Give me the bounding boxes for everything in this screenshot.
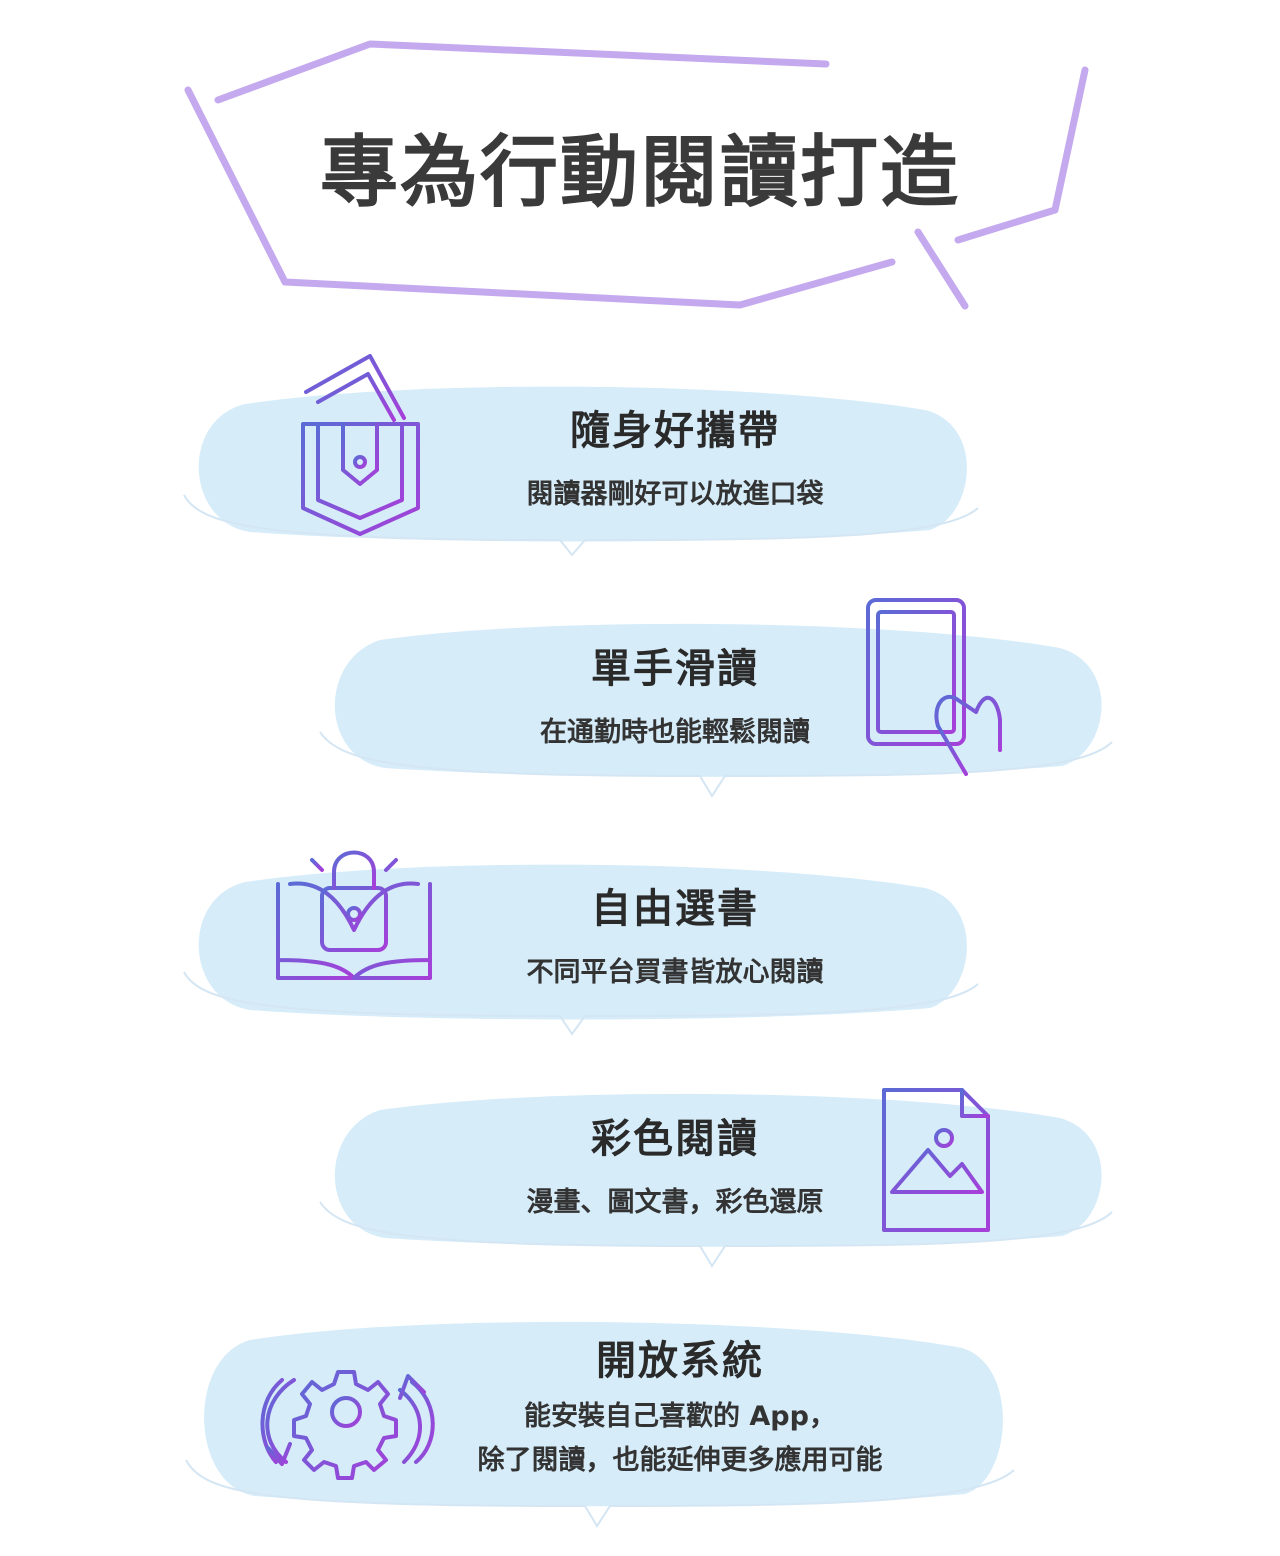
feature-title: 彩色閱讀	[591, 1116, 759, 1162]
feature-card-3: 自由選書 不同平台買書皆放心閱讀	[470, 876, 880, 994]
feature-title: 隨身好攜帶	[570, 408, 780, 454]
book-padlock-icon	[276, 850, 432, 980]
feature-desc: 在通勤時也能輕鬆閱讀	[540, 717, 810, 748]
feature-card-5: 開放系統 能安裝自己喜歡的 App， 除了閱讀，也能延伸更多應用可能	[430, 1328, 930, 1482]
feature-card-4: 彩色閱讀 漫畫、圖文書，彩色還原	[470, 1106, 880, 1224]
bubble-2	[319, 623, 1113, 798]
image-file-icon	[882, 1088, 990, 1232]
feature-desc: 漫畫、圖文書，彩色還原	[526, 1187, 824, 1218]
feature-desc-line2: 除了閱讀，也能延伸更多應用可能	[477, 1445, 883, 1476]
feature-desc: 能安裝自己喜歡的 App，	[524, 1401, 836, 1432]
feature-title: 單手滑讀	[591, 646, 759, 692]
feature-card-2: 單手滑讀 在通勤時也能輕鬆閱讀	[470, 636, 880, 754]
feature-title: 開放系統	[596, 1338, 764, 1384]
page-title: 專為行動閱讀打造	[319, 128, 960, 218]
feature-desc: 不同平台買書皆放心閱讀	[526, 957, 824, 988]
pocket-card-icon	[301, 354, 420, 536]
gear-sync-icon	[260, 1370, 435, 1480]
hand-holding-reader-icon	[866, 598, 1002, 776]
bubble-3	[183, 864, 979, 1036]
feature-desc: 閱讀器剛好可以放進口袋	[526, 479, 824, 510]
feature-title: 自由選書	[591, 886, 759, 932]
bubble-4	[319, 1093, 1113, 1268]
feature-card-1: 隨身好攜帶 閱讀器剛好可以放進口袋	[470, 398, 880, 516]
